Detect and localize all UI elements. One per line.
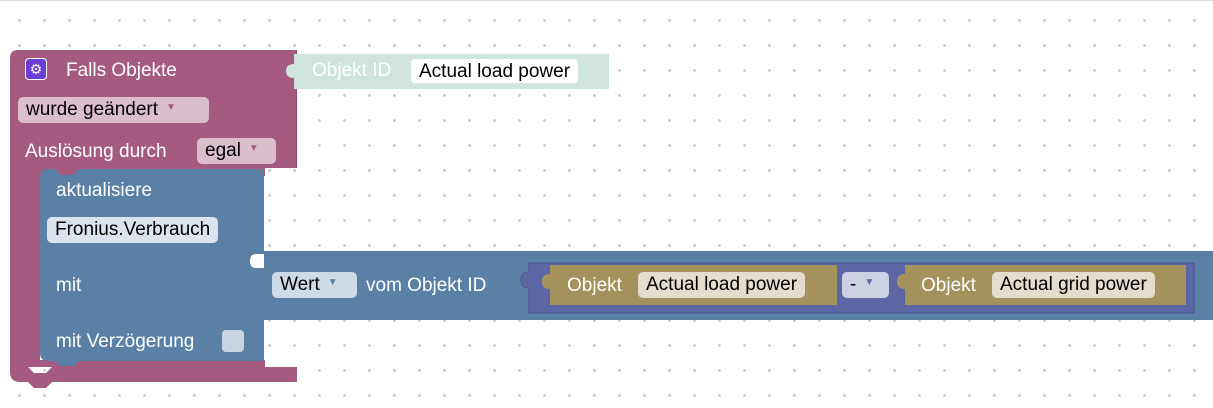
change-mode-dropdown[interactable]: wurde geändert ▼ (18, 97, 209, 123)
chevron-down-icon: ▼ (864, 277, 875, 288)
chevron-down-icon: ▼ (166, 102, 176, 113)
value-suffix-label: vom Objekt ID (366, 275, 487, 296)
trigger-title: Falls Objekte (66, 60, 177, 81)
value-property-dropdown[interactable]: Wert ▼ (272, 272, 357, 298)
left-object-label: Objekt (567, 275, 622, 296)
chevron-down-icon: ▼ (248, 143, 259, 154)
value-property: Wert (280, 274, 320, 296)
left-object-field[interactable]: Actual load power (638, 272, 806, 298)
change-mode-value: wurde geändert (26, 99, 159, 121)
trigger-label: Auslösung durch (25, 141, 167, 162)
update-target-field[interactable]: Fronius.Verbrauch (47, 217, 219, 243)
right-object-field[interactable]: Actual grid power (992, 272, 1155, 298)
object-id-label: Objekt ID (312, 60, 392, 81)
delay-checkbox[interactable] (222, 330, 244, 352)
object-id-field[interactable]: Actual load power (410, 58, 580, 84)
update-title: aktualisiere (56, 180, 153, 201)
operator-value: - (850, 274, 857, 296)
delay-label: mit Verzögerung (56, 331, 195, 352)
with-label: mit (56, 275, 82, 296)
trigger-dropdown[interactable]: egal ▼ (197, 138, 276, 164)
gear-icon[interactable]: ⚙ (25, 58, 47, 80)
chevron-down-icon: ▼ (327, 277, 338, 288)
right-object-label: Objekt (921, 275, 976, 296)
operator-dropdown[interactable]: -▼ (842, 272, 889, 298)
trigger-value: egal (205, 140, 241, 162)
workspace-top-border (0, 0, 1213, 1)
